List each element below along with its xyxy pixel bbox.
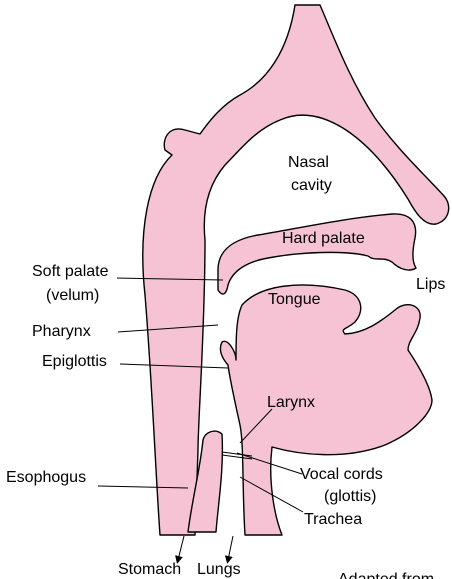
lungs-label: Lungs	[197, 561, 241, 578]
hard-palate-shape	[218, 214, 416, 294]
epiglottis-label: Epiglottis	[42, 353, 107, 370]
soft-palate-label-line1: Soft palate	[32, 263, 109, 280]
larynx-label: Larynx	[267, 394, 315, 411]
tongue-label: Tongue	[268, 291, 321, 308]
upper-airway-wall	[143, 5, 449, 535]
nasal-cavity-label-line1: Nasal	[288, 154, 329, 171]
nasal-cavity-label-line2: cavity	[291, 177, 332, 194]
vocal-cords-label-line1: Vocal cords	[300, 466, 383, 483]
credit-text: Adapted from	[338, 571, 434, 579]
trachea-label: Trachea	[304, 511, 362, 528]
vocal-cords-label-line2: (glottis)	[324, 488, 376, 505]
lips-label: Lips	[416, 276, 445, 293]
pharynx-label: Pharynx	[32, 323, 91, 340]
stomach-label: Stomach	[118, 561, 181, 578]
stomach-arrow	[178, 536, 184, 560]
lungs-arrow	[228, 536, 233, 560]
esophogus-label: Esophogus	[6, 469, 86, 486]
hard-palate-label: Hard palate	[282, 230, 365, 247]
soft-palate-label-line2: (velum)	[46, 287, 99, 304]
